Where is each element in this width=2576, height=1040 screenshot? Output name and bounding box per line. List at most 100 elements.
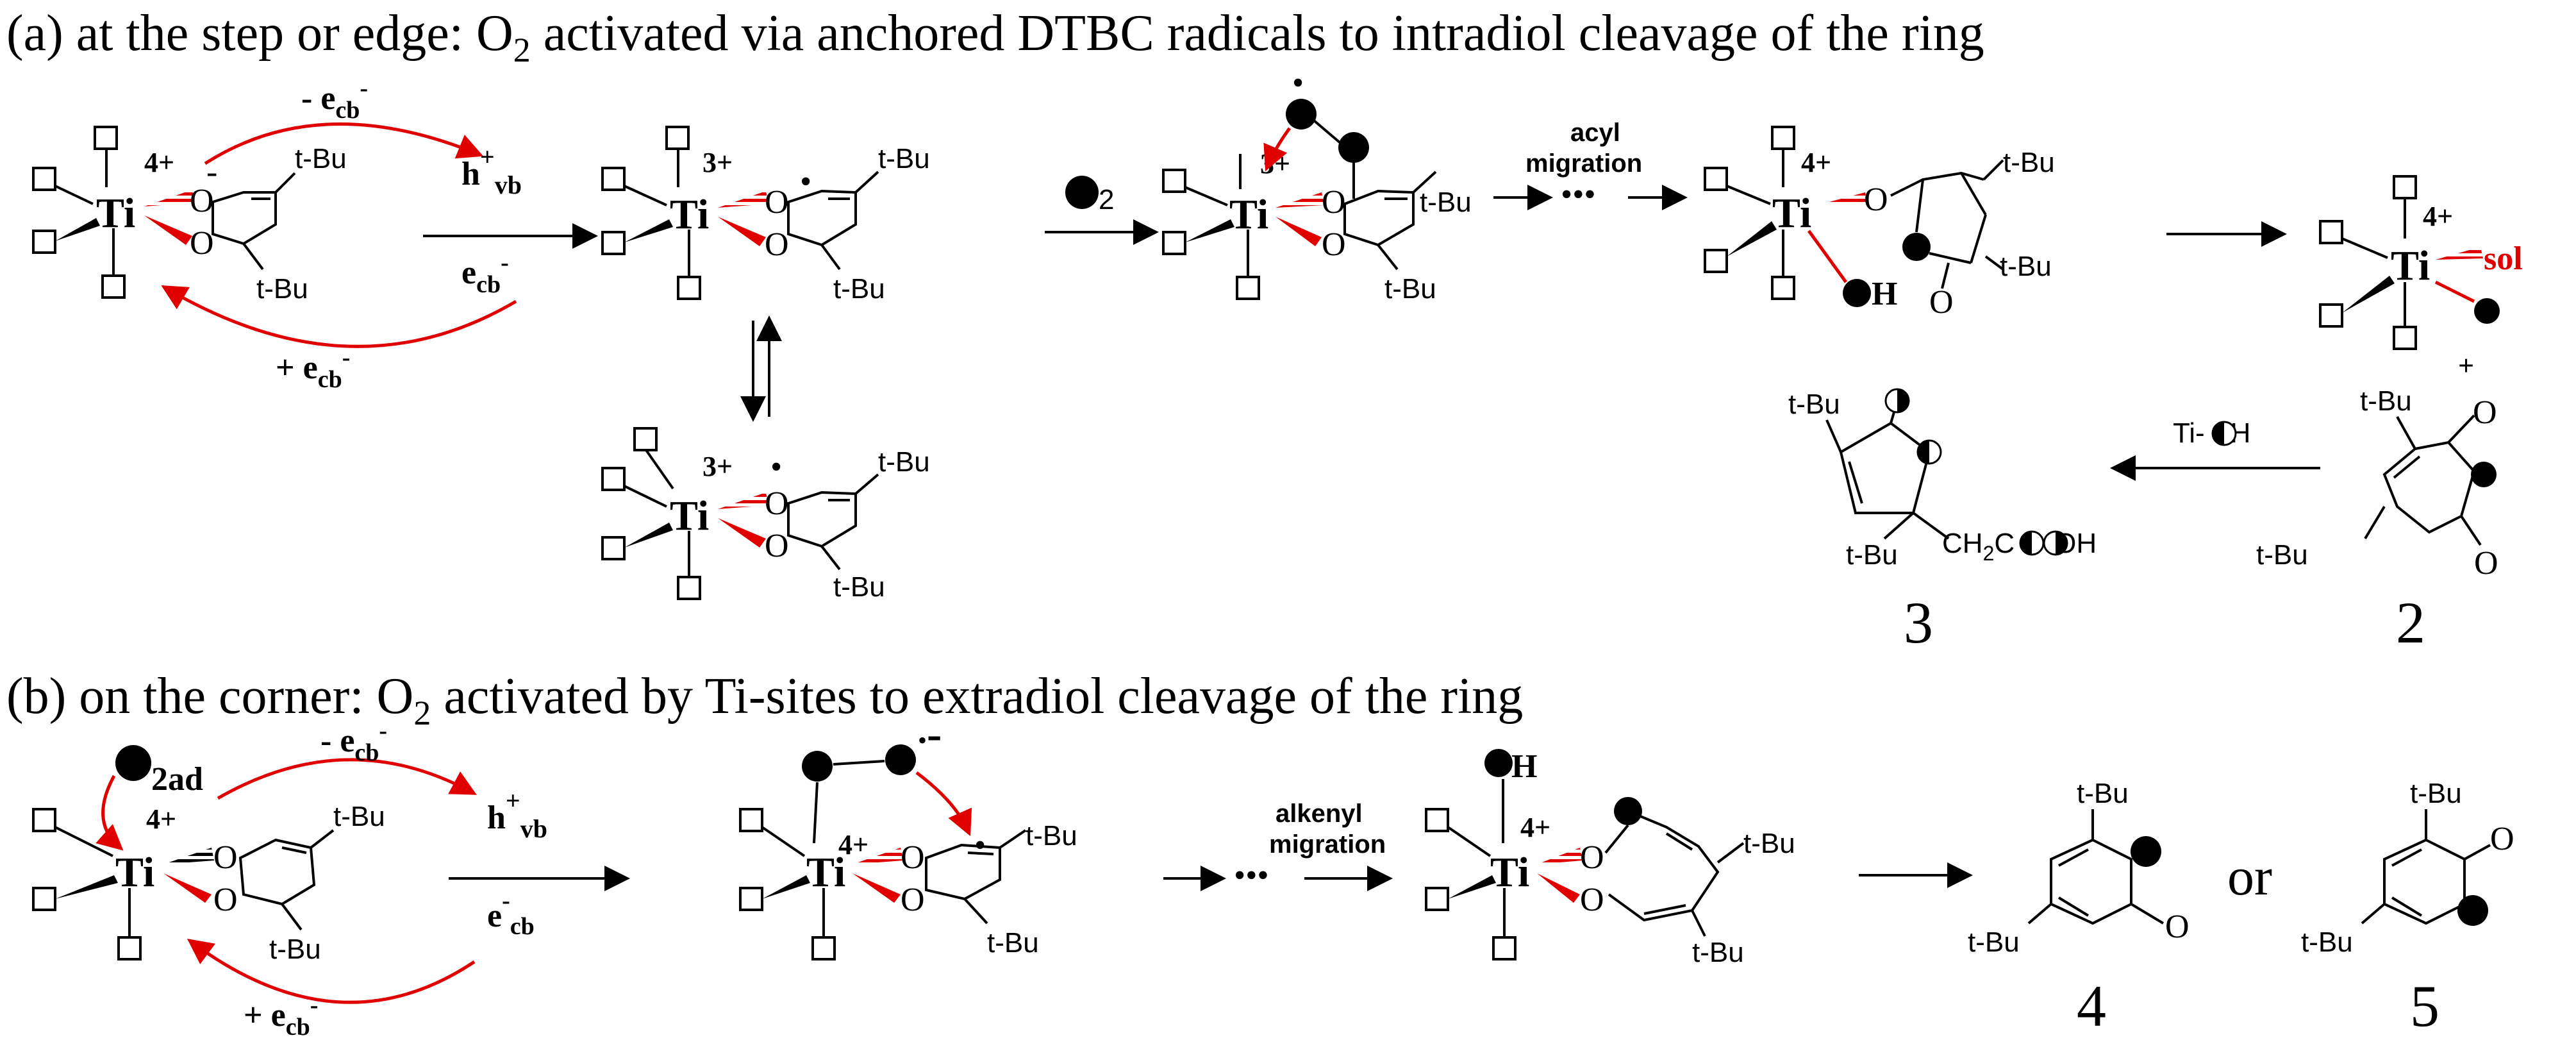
oxygen-atom-icon xyxy=(2474,298,2500,324)
ti-atom: Ti xyxy=(670,191,709,238)
vacancy-square-icon xyxy=(94,126,118,150)
tbu-label: t-Bu xyxy=(1420,187,1472,218)
o2-adsorbed-icon xyxy=(115,745,151,781)
o2ad-subscript: 2ad xyxy=(151,761,203,798)
electron-transfer-arrow xyxy=(1263,127,1292,172)
o-atom: O xyxy=(1929,284,1954,321)
ti4-catecholate-edge: Ti 4+ O - O t-Bu t-Bu xyxy=(32,126,347,305)
acyl-label: acyl xyxy=(1570,119,1620,147)
charge-label: 3+ xyxy=(702,451,733,482)
o2-subscript: 2 xyxy=(1099,184,1114,215)
ti-atom: Ti xyxy=(1229,191,1268,238)
arrow-label-hvb: h+vb xyxy=(461,142,522,199)
o-atom: O xyxy=(213,882,238,918)
tbu-label: t-Bu xyxy=(987,927,1039,959)
tbu-label: t-Bu xyxy=(2077,778,2129,809)
tbu-label: t-Bu xyxy=(269,934,321,965)
sol-label: sol xyxy=(2484,240,2523,277)
o-atom: O xyxy=(1322,226,1346,263)
ti4-hydroxo-dione: H Ti 4+ O O t-Bu t-Bu xyxy=(1425,748,1795,968)
alkenyl-label: alkenyl xyxy=(1276,800,1363,828)
o-atom: O xyxy=(765,226,789,263)
o-atom: O xyxy=(901,882,925,918)
tbu-label: t-Bu xyxy=(2000,251,2052,282)
ti3-semiquinone: Ti 3+ O O • t-Bu t-Bu xyxy=(601,126,930,305)
o-atom: O xyxy=(2474,545,2498,582)
o-atom: O xyxy=(1864,181,1888,218)
charge-label: 4+ xyxy=(1801,147,1831,178)
tbu-label: t-Bu xyxy=(2256,539,2308,571)
ti3-peroxy-ring: Ti 3+ O O • t-Bu t-Bu xyxy=(1162,65,1472,305)
o-atom: O xyxy=(190,183,214,219)
tbu-label: t-Bu xyxy=(1968,927,2020,958)
ti4-superoxo-intermediate: •- Ti 4+ O O • t-Bu t-Bu xyxy=(739,710,1077,960)
charge-label: 4+ xyxy=(1520,812,1550,843)
tbu-label: t-Bu xyxy=(295,143,347,174)
arrow-label-hvb-b: h+vb xyxy=(487,786,547,843)
electron-transfer-arrow xyxy=(217,758,477,800)
tbu-label: t-Bu xyxy=(878,143,930,174)
compound-number-4: 4 xyxy=(2077,973,2106,1039)
title-a: (a) at the step or edge: O2 activated vi… xyxy=(6,5,1984,69)
ti-atom: Ti xyxy=(96,190,135,237)
charge-label: - xyxy=(206,154,217,190)
vacancy-square-icon xyxy=(101,274,126,299)
electron-transfer-arrow xyxy=(161,285,517,348)
o-atom: O xyxy=(1580,839,1604,876)
ti4-hydroxo-intermediate: Ti 4+ O H O t-Bu t-Bu xyxy=(1704,126,2055,321)
o-atom: O xyxy=(2165,909,2190,945)
tbu-label: t-Bu xyxy=(1384,273,1436,305)
arrow-label-ecb: ecb- xyxy=(461,249,509,298)
oxygen-atom-icon xyxy=(1843,279,1871,307)
radical-dot: • xyxy=(1292,65,1304,101)
tbu-label: t-Bu xyxy=(333,801,385,832)
ti-atom: Ti xyxy=(670,492,709,539)
o2-molecule-icon xyxy=(1065,176,1099,209)
o-atom: O xyxy=(765,528,789,564)
or-label: or xyxy=(2227,847,2272,907)
arrow-label-top-b: - ecb- xyxy=(320,717,387,766)
ti-atom: Ti xyxy=(115,849,154,896)
tbu-label: t-Bu xyxy=(2360,385,2412,417)
arrow-label-ecb-b: e-cb xyxy=(487,887,535,940)
electron-transfer-arrow xyxy=(204,122,484,165)
vacancy-square-icon xyxy=(32,230,56,254)
ti3-oxyl-radical: Ti 3+ O O • t-Bu t-Bu xyxy=(601,427,930,603)
arrow-label-bottom-b: + ecb- xyxy=(244,992,318,1040)
compound-number-5: 5 xyxy=(2410,973,2439,1039)
charge-label: 4+ xyxy=(144,147,174,178)
tbu-label: t-Bu xyxy=(1846,539,1898,571)
tbu-label: t-Bu xyxy=(833,571,885,603)
tbu-label: t-Bu xyxy=(1026,820,1077,851)
oxygen-atom-icon xyxy=(1902,233,1931,261)
compound-number-2: 2 xyxy=(2396,590,2425,655)
ellipsis: ••• xyxy=(1561,176,1596,213)
plus-sign: + xyxy=(2458,350,2474,382)
tbu-label: t-Bu xyxy=(2003,147,2055,178)
o-atom: O xyxy=(1322,184,1346,221)
o-atom: O xyxy=(2490,821,2514,857)
oxygen-atom-icon xyxy=(1286,99,1317,130)
tbu-label: t-Bu xyxy=(2410,778,2462,809)
o-atom: O xyxy=(765,184,789,221)
tbu-label: t-Bu xyxy=(1743,828,1795,859)
vacancy-square-icon xyxy=(32,167,56,191)
ti4-catecholate-corner: 2ad Ti 4+ O O t-Bu t-Bu xyxy=(32,745,385,965)
o-atom: O xyxy=(2473,394,2497,431)
ti-atom: Ti xyxy=(806,849,845,896)
arrow-label-bottom: + ecb- xyxy=(276,344,350,393)
oxygen-atom-icon xyxy=(1338,132,1369,163)
migration-label: migration xyxy=(1525,149,1642,178)
tbu-label: t-Bu xyxy=(1692,937,1744,968)
superoxide-label: •- xyxy=(918,710,942,759)
ellipsis: ••• xyxy=(1234,857,1269,894)
migration-label: migration xyxy=(1269,830,1386,859)
charge-label: 4+ xyxy=(2423,201,2453,232)
charge-label: 4+ xyxy=(146,803,176,835)
o-atom: O xyxy=(190,225,214,262)
o-atom: O xyxy=(1580,882,1604,918)
ti-atom: Ti xyxy=(1490,849,1529,896)
